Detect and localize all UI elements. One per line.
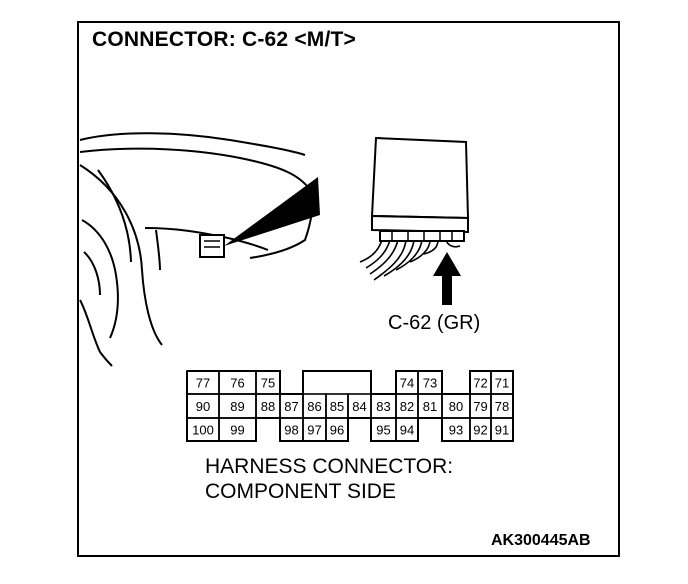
pin-number: 98 xyxy=(284,423,298,438)
wire-harness xyxy=(359,239,461,281)
pin-number: 94 xyxy=(400,423,414,438)
harness-connector-caption: HARNESS CONNECTOR: COMPONENT SIDE xyxy=(205,454,453,504)
pin-number: 89 xyxy=(230,399,244,414)
pin-number: 97 xyxy=(307,423,321,438)
pin-number: 81 xyxy=(423,399,437,414)
pin-number: 77 xyxy=(196,376,210,391)
ecu-unit xyxy=(370,136,470,242)
pin-number: 84 xyxy=(352,399,366,414)
connector-label: C-62 (GR) xyxy=(388,312,481,334)
pin-number: 78 xyxy=(495,399,509,414)
pin-number: 92 xyxy=(473,423,487,438)
pin-number: 99 xyxy=(230,423,244,438)
pin-cell xyxy=(490,417,514,442)
pin-number: 95 xyxy=(376,423,390,438)
harness-caption-line-2: COMPONENT SIDE xyxy=(205,480,396,503)
pin-number: 74 xyxy=(400,376,414,391)
pin-number: 85 xyxy=(330,399,344,414)
pin-cell xyxy=(395,417,419,442)
harness-caption-line-1: HARNESS CONNECTOR: xyxy=(205,455,454,478)
pin-number: 88 xyxy=(261,399,275,414)
pin-grid: 77 76 75 74 73 72 71 90 89 88 87 86 85 84 83 82 81 80 79 78… xyxy=(186,370,514,442)
pin-number: 80 xyxy=(449,399,463,414)
pin-number: 96 xyxy=(330,423,344,438)
pin-number: 93 xyxy=(449,423,463,438)
callout-pointer xyxy=(224,177,320,246)
pin-number: 100 xyxy=(192,423,214,438)
diagram-frame xyxy=(77,21,620,557)
pin-cell xyxy=(325,417,349,442)
pin-number: 75 xyxy=(261,376,275,391)
pin-cell xyxy=(218,417,257,442)
figure-code: AK300445AB xyxy=(491,532,591,549)
dashboard-drawing xyxy=(79,132,314,367)
pin-number: 87 xyxy=(284,399,298,414)
pin-number: 76 xyxy=(230,376,244,391)
pin-number: 79 xyxy=(473,399,487,414)
pin-number: 86 xyxy=(307,399,321,414)
arrow-up-icon xyxy=(433,252,461,305)
pin-number: 90 xyxy=(196,399,210,414)
dashboard-connector xyxy=(199,234,225,258)
pin-number: 71 xyxy=(495,376,509,391)
pin-number: 82 xyxy=(400,399,414,414)
pin-number: 72 xyxy=(473,376,487,391)
pin-number: 83 xyxy=(376,399,390,414)
pin-number: 91 xyxy=(495,423,509,438)
page-title: CONNECTOR: C-62 <M/T> xyxy=(92,28,357,51)
pin-number: 73 xyxy=(423,376,437,391)
